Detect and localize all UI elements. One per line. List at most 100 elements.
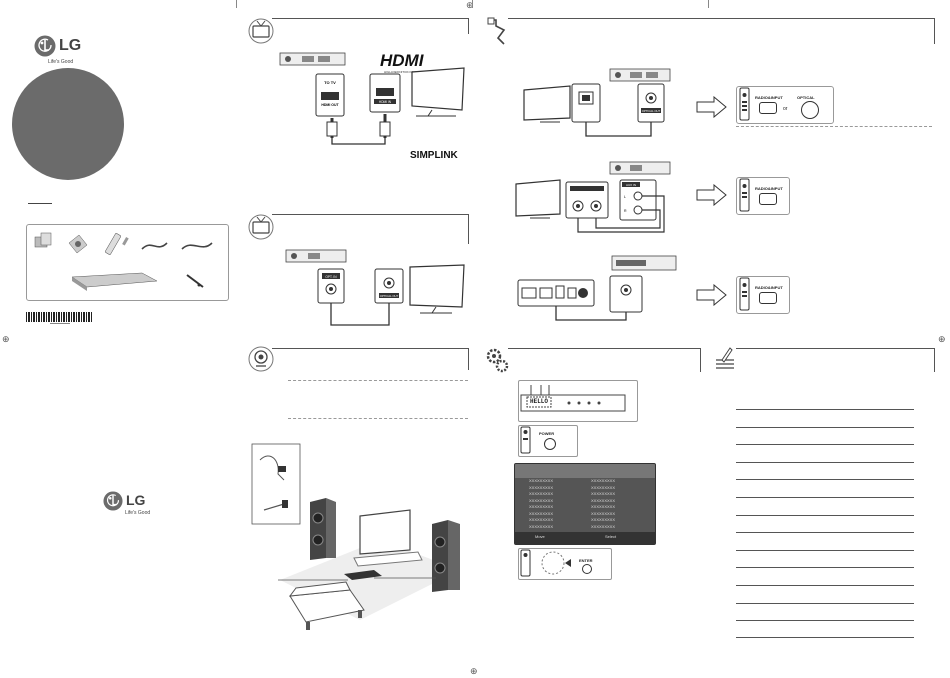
menu-item[interactable]: XXXXXXXXX — [529, 478, 554, 483]
section-connections — [484, 14, 935, 330]
menu-footer-move: Move — [535, 534, 545, 539]
remote-icon-3 — [739, 277, 750, 311]
power-label: POWER — [539, 431, 555, 436]
tv-icon-2 — [248, 214, 274, 240]
lg-wordmark-bottom: LG — [126, 492, 146, 508]
menu-item[interactable]: XXXXXXXXX — [529, 484, 554, 490]
accessories-box — [26, 224, 229, 301]
menu-item[interactable]: XXXXXXXXX — [591, 484, 616, 490]
power-panel: POWER — [518, 425, 578, 457]
aux-in-label: AUX IN — [626, 183, 636, 187]
simplink-logo: SIMPLINK — [410, 150, 459, 161]
menu-screen: XXXXXXXXX XXXXXXXXX XXXXXXXXX XXXXXXXXX … — [514, 463, 656, 545]
player-tag: TO TV — [324, 80, 336, 85]
notes-icon — [716, 347, 734, 369]
devices-box — [517, 279, 595, 307]
left-speaker — [310, 498, 336, 560]
section-setup — [484, 346, 701, 376]
speakers-pack-icon — [34, 232, 52, 248]
lg-wordmark: LG — [59, 37, 82, 54]
menu-items-right: XXXXXXXXX XXXXXXXXX XXXXXXXXX XXXXXXXXX … — [591, 478, 643, 536]
radio-input-button-2[interactable] — [759, 193, 777, 205]
menu-item[interactable]: XXXXXXXXX — [529, 510, 554, 516]
registration-mark-right: ⊕ — [938, 334, 946, 344]
portable-diagram — [517, 255, 677, 321]
radio-input-label-1: RADIO&INPUT — [755, 95, 783, 100]
barcode — [26, 312, 92, 322]
tv-port-box: HDMI IN — [369, 73, 401, 113]
menu-item[interactable]: XXXXXXXXX — [529, 504, 554, 509]
remote-panel-3: RADIO&INPUT — [736, 276, 790, 314]
front-display-panel: HELLO — [518, 380, 638, 422]
menu-item[interactable]: XXXXXXXXX — [591, 497, 616, 503]
player-unit-3 — [609, 68, 671, 82]
registration-mark-top: ⊕ — [466, 0, 474, 10]
section-optical-left — [248, 212, 472, 352]
enter-label: ENTER — [579, 558, 593, 563]
hdmi-diagram: HDMI HIGH-DEFINITION MULTIMEDIA INTERFAC… — [279, 51, 465, 161]
menu-item[interactable]: XXXXXXXXX — [591, 523, 616, 529]
lg-logo-bottom-icon — [103, 491, 123, 511]
player-optical-port-3: OPTICAL OUT — [637, 83, 665, 123]
accessories-illustration — [34, 232, 213, 291]
aux-r-label: R — [624, 209, 627, 213]
menu-item[interactable]: XXXXXXXXX — [591, 510, 616, 516]
tv-optical-port-3 — [571, 83, 601, 123]
optical-out-label: OPTICAL OUT — [380, 294, 399, 298]
section-hdmi — [248, 14, 472, 194]
manual-icon — [68, 234, 88, 254]
enter-button[interactable] — [582, 564, 592, 574]
menu-item[interactable]: XXXXXXXXX — [591, 478, 616, 483]
remote-icon-2 — [739, 178, 750, 212]
front-display-illustration — [520, 385, 626, 412]
menu-footer-select: Select — [605, 534, 617, 539]
wiring-inset — [251, 443, 301, 525]
lg-logo-bottom: LG Life's Good — [103, 491, 150, 516]
remote-icon — [105, 233, 129, 255]
radio-input-label-3: RADIO&INPUT — [755, 285, 783, 290]
power-button[interactable] — [544, 438, 556, 450]
registration-mark-bottom: ⊕ — [470, 666, 478, 676]
opt-in-label: OPT. IN — [325, 275, 337, 279]
remote-panel-1: RADIO&INPUT or OPTICAL — [736, 86, 834, 124]
menu-item[interactable]: XXXXXXXXX — [529, 497, 554, 503]
remote-icon-4 — [520, 426, 531, 454]
arrow-right-icon-3 — [696, 284, 727, 306]
cover-circle — [12, 68, 124, 180]
tv-unit-2 — [409, 264, 465, 314]
radio-input-button-1[interactable] — [759, 102, 777, 114]
tv-unit-3 — [523, 85, 571, 123]
tv-set — [353, 509, 423, 567]
menu-items-left: XXXXXXXXX XXXXXXXXX XXXXXXXXX XXXXXXXXX … — [529, 478, 581, 536]
aux-l-label: L — [624, 195, 626, 199]
player-optical-label: OPTICAL OUT — [642, 109, 661, 113]
screwdriver-icon — [186, 274, 204, 288]
menu-item[interactable]: XXXXXXXXX — [529, 491, 554, 496]
menu-item[interactable]: XXXXXXXXX — [529, 523, 554, 529]
menu-item[interactable]: XXXXXXXXX — [591, 517, 616, 522]
cable-1-icon — [141, 242, 168, 250]
player-optical-port: OPT. IN — [317, 268, 345, 304]
lg-tagline-bottom: Life's Good — [125, 510, 151, 516]
arrow-right-icon-2 — [696, 184, 727, 206]
cable-2-icon — [181, 242, 213, 250]
gear-icon — [486, 348, 509, 373]
radio-input-label-2: RADIO&INPUT — [755, 186, 783, 191]
player-unit — [279, 52, 346, 66]
speaker-placement-diagram — [251, 443, 460, 630]
optical-button[interactable] — [801, 101, 819, 119]
cable-icon — [487, 17, 506, 45]
hdmi-out-label: HDMI OUT — [321, 103, 339, 107]
barcode-number — [50, 323, 70, 324]
optical-diagram-left: OPT. IN OPTICAL OUT — [285, 249, 465, 326]
radio-input-button-3[interactable] — [759, 292, 777, 304]
remote-icon-1 — [739, 87, 750, 121]
cover-panel: LG Life's Good LG — [0, 0, 235, 678]
lg-tagline: Life's Good — [48, 59, 74, 65]
remote-panel-2: RADIO&INPUT — [736, 177, 790, 215]
menu-item[interactable]: XXXXXXXXX — [591, 504, 616, 509]
tv-unit-4 — [515, 179, 561, 219]
lg-logo-icon — [34, 35, 56, 57]
menu-item[interactable]: XXXXXXXXX — [591, 491, 616, 496]
menu-item[interactable]: XXXXXXXXX — [529, 517, 554, 522]
